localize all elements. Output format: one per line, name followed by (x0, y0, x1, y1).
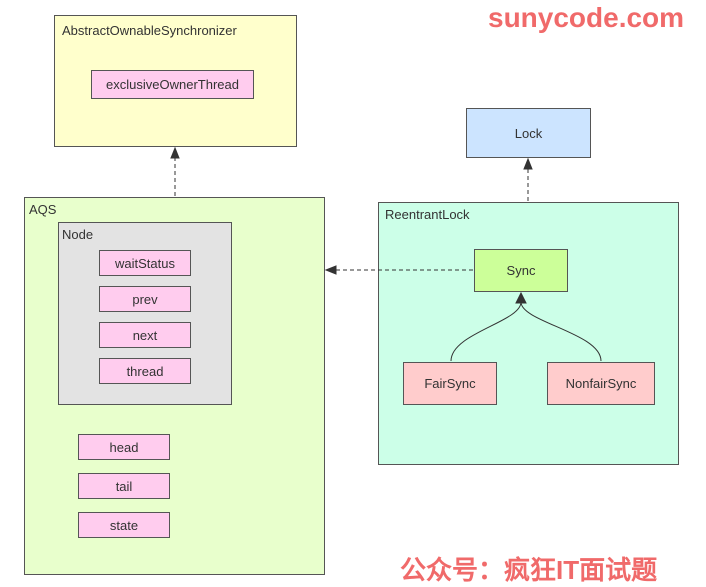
sync-label: Sync (506, 263, 536, 278)
exclusive-owner-thread-field: exclusiveOwnerThread (91, 70, 254, 99)
reentrant-lock-title: ReentrantLock (385, 207, 470, 222)
lock-label: Lock (514, 125, 543, 141)
sync-arrowhead (515, 291, 527, 304)
node-title: Node (62, 227, 94, 242)
lock-arrowhead (523, 157, 533, 170)
aqs-title: AQS (29, 202, 57, 217)
node-box: Node waitStatus prev next thread (58, 222, 232, 405)
fair-sync-to-sync-edge (450, 301, 522, 362)
prev-field: prev (99, 286, 191, 312)
sync-box: Sync (474, 249, 568, 292)
nonfair-sync-to-sync-edge (520, 301, 602, 362)
abstract-ownable-synchronizer-box: AbstractOwnableSynchronizer exclusiveOwn… (54, 15, 297, 147)
wait-status-field: waitStatus (99, 250, 191, 276)
wechat-watermark: 公众号：疯狂IT面试题 (400, 555, 658, 585)
state-field: state (78, 512, 170, 538)
site-watermark: sunycode.com (488, 2, 685, 33)
thread-field: thread (99, 358, 191, 384)
fair-sync-label: FairSync (424, 376, 476, 391)
head-field: head (78, 434, 170, 460)
fair-sync-box: FairSync (403, 362, 497, 405)
next-field: next (99, 322, 191, 348)
lock-box: Lock (466, 108, 591, 158)
nonfair-sync-label: NonfairSync (565, 376, 637, 391)
aqs-arrowhead (324, 265, 337, 275)
nonfair-sync-box: NonfairSync (547, 362, 655, 405)
aos-arrowhead (170, 146, 180, 159)
abstract-ownable-synchronizer-title: AbstractOwnableSynchronizer (62, 23, 237, 38)
aqs-box: AQS Node waitStatus prev next thread hea… (24, 197, 325, 575)
tail-field: tail (78, 473, 170, 499)
reentrant-lock-box: ReentrantLock (378, 202, 679, 465)
